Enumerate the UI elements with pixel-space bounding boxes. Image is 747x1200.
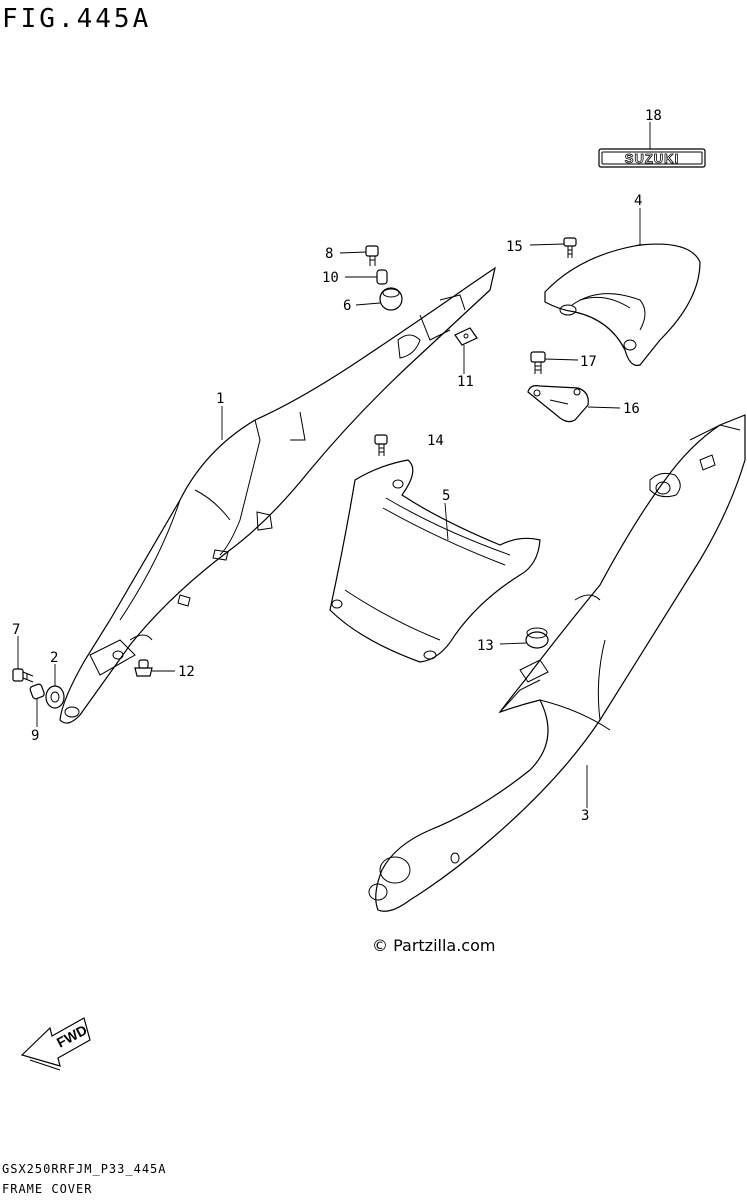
callout-16: 16: [623, 401, 640, 417]
part-2-grommet[interactable]: [45, 685, 65, 709]
callout-2: 2: [50, 650, 58, 666]
callout-6: 6: [343, 298, 351, 314]
fwd-arrow-icon: FWD: [20, 1017, 91, 1071]
part-3-frame-cover-right[interactable]: [368, 414, 746, 912]
part-1-frame-cover-left[interactable]: [59, 266, 496, 724]
callout-9: 9: [31, 728, 39, 744]
callout-10: 10: [322, 270, 339, 286]
callout-18: 18: [645, 108, 662, 124]
callout-13: 13: [477, 638, 494, 654]
diagram-code: GSX250RRFJM_P33_445A: [2, 1162, 167, 1176]
callout-8: 8: [325, 246, 333, 262]
callout-1: 1: [216, 391, 224, 407]
callout-14: 14: [427, 433, 444, 449]
diagram-name: FRAME COVER: [2, 1182, 93, 1196]
callout-3: 3: [581, 808, 589, 824]
part-14-screw[interactable]: [374, 434, 388, 456]
part-12-push-rivet[interactable]: [134, 659, 153, 677]
callout-4: 4: [634, 193, 642, 209]
part-4-tail-cover[interactable]: [544, 243, 701, 367]
suzuki-badge-text: SUZUKI: [625, 151, 679, 166]
callout-7: 7: [12, 622, 20, 638]
part-5-center-panel[interactable]: [329, 459, 541, 663]
callout-15: 15: [506, 239, 523, 255]
part-16-bracket[interactable]: [527, 385, 589, 423]
partzilla-watermark: © Partzilla.com: [372, 936, 496, 955]
part-7-bolt[interactable]: [12, 668, 34, 683]
part-11-clip-nut[interactable]: [454, 327, 478, 346]
figure-title: FIG.445A: [2, 4, 152, 34]
callout-12: 12: [178, 664, 195, 680]
part-17-bolt[interactable]: [530, 351, 546, 374]
part-18-suzuki-emblem[interactable]: SUZUKI: [598, 148, 706, 168]
part-9-collar[interactable]: [29, 683, 45, 700]
part-10-collar[interactable]: [376, 269, 388, 285]
part-13-grommet[interactable]: [525, 627, 549, 649]
callout-11: 11: [457, 374, 474, 390]
part-6-grommet[interactable]: [379, 287, 403, 311]
part-8-screw[interactable]: [365, 245, 379, 266]
part-15-screw[interactable]: [563, 237, 577, 258]
callout-17: 17: [580, 354, 597, 370]
callout-5: 5: [442, 488, 450, 504]
